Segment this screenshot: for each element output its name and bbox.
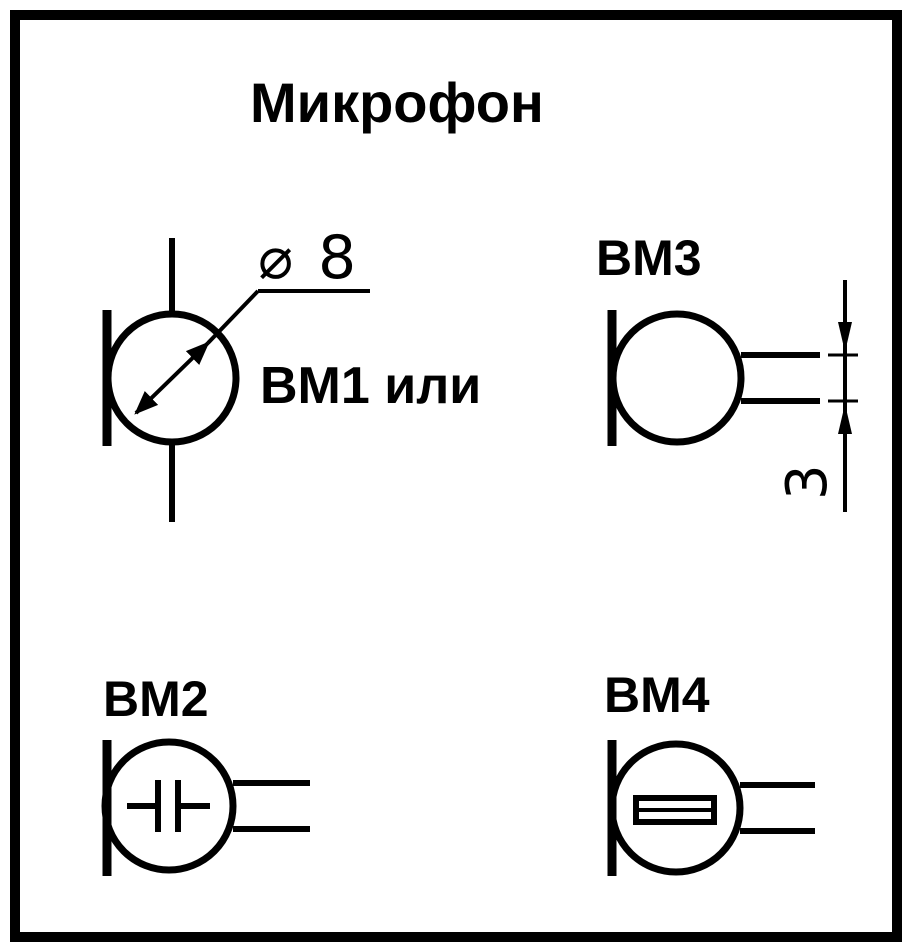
bm4-label: BM4 [604,667,710,723]
bm4-symbol [607,740,815,876]
bm3-symbol [607,280,858,512]
diagram-title: Микрофон [250,71,544,134]
bm3-dimension-value: 3 [775,464,840,500]
bm3-label: BM3 [596,230,702,286]
diagram-border [10,10,902,942]
diameter-symbol: ⌀ [258,224,293,292]
bm2-symbol [101,738,310,876]
bm1-label: BM1 или [260,357,481,415]
bm1-symbol [102,238,370,522]
capacitor-icon [127,780,210,832]
diameter-arrow [134,341,210,415]
piezo-element-icon [633,795,717,825]
diameter-value: 8 [318,223,356,293]
bm2-label: BM2 [103,671,209,727]
